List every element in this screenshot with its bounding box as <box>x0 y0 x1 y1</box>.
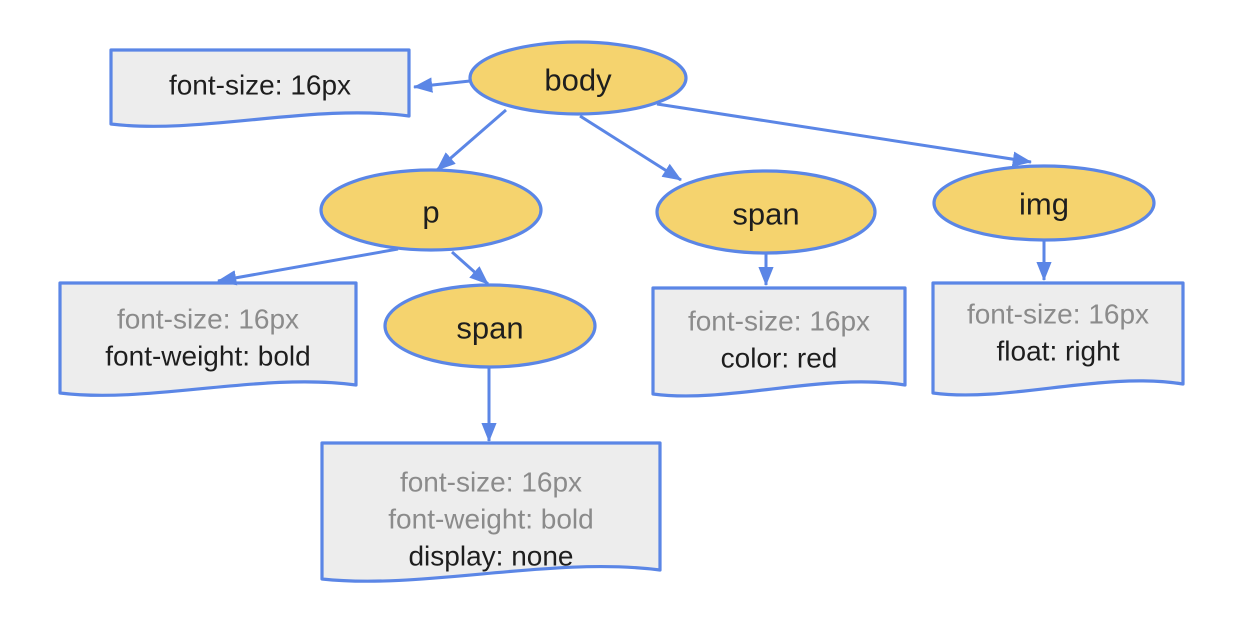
node-p-label: p <box>422 195 439 230</box>
note-box-span-in-p <box>320 441 662 583</box>
node-body-label: body <box>544 63 612 98</box>
node-img <box>932 164 1156 242</box>
note-lines: font-size: 16px font-size: 16px font-wei… <box>105 70 1149 572</box>
note-box-body <box>109 48 411 128</box>
note-span-in-body-line-1: font-size: 16px <box>688 306 870 337</box>
note-span-in-p-line-3: display: none <box>408 541 573 572</box>
tree-edges <box>217 77 1052 442</box>
arrow-body-to-body-note <box>413 77 471 93</box>
node-span-in-p <box>383 283 597 369</box>
note-img-line-1: font-size: 16px <box>967 299 1149 330</box>
node-span-in-body <box>655 169 877 255</box>
node-span-in-body-label: span <box>732 197 799 232</box>
node-span-in-p-label: span <box>456 311 523 346</box>
note-body-line-1: font-size: 16px <box>169 70 351 101</box>
node-p <box>319 168 543 252</box>
note-span-in-p-line-2: font-weight: bold <box>388 504 593 535</box>
note-box-img <box>931 281 1185 397</box>
note-img-line-2: float: right <box>997 336 1120 367</box>
note-boxes <box>58 48 1185 583</box>
arrow-body-to-span <box>579 114 682 182</box>
note-p-line-2: font-weight: bold <box>105 341 310 372</box>
note-span-in-p-line-1: font-size: 16px <box>400 467 582 498</box>
arrow-p-to-p-note <box>217 247 399 286</box>
note-p-line-1: font-size: 16px <box>117 304 299 335</box>
note-span-in-body-line-2: color: red <box>721 343 838 374</box>
node-img-label: img <box>1019 187 1069 222</box>
arrow-body-to-p <box>436 108 507 172</box>
arrow-body-to-img <box>656 102 1032 167</box>
arrow-p-to-span <box>451 250 489 286</box>
tree-nodes <box>319 40 1156 369</box>
note-box-p <box>58 281 358 397</box>
node-labels: body p span img span <box>422 63 1069 346</box>
note-box-span-in-body <box>651 286 907 398</box>
node-body <box>468 40 688 116</box>
